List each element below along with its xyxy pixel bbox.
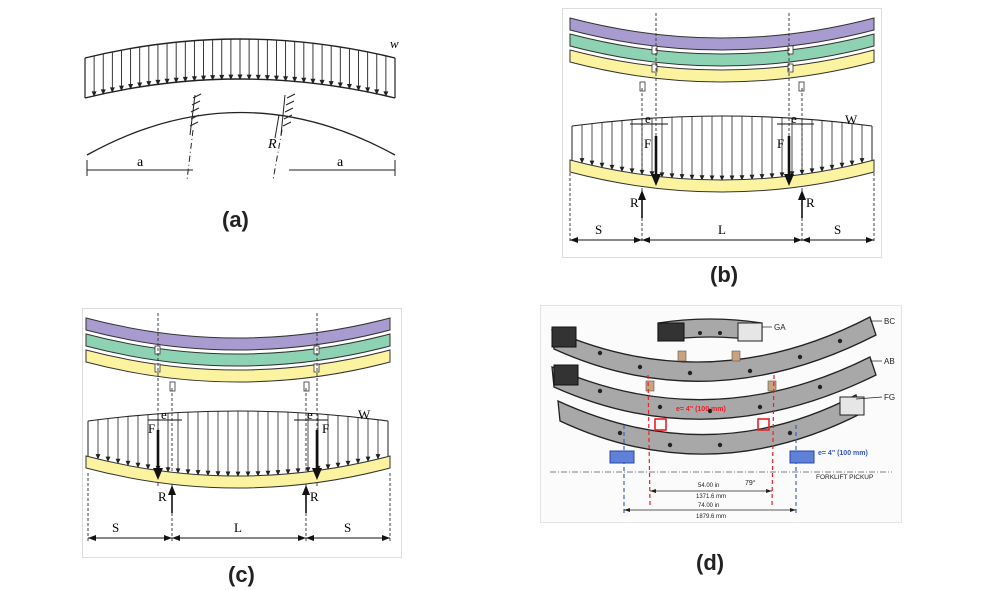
beam-layer-purple [85, 317, 391, 351]
w-label: W [845, 112, 858, 127]
panel-a-diagram: w R a a [84, 36, 399, 181]
dim-a-left-label: a [137, 155, 144, 170]
r-left-label: R [158, 489, 167, 504]
f-right-label: F [777, 136, 784, 151]
r-right-label: R [806, 195, 815, 210]
label-e-red: e= 4" (100 mm) [676, 406, 726, 413]
load-w-label: w [390, 36, 399, 51]
l-label: L [234, 520, 242, 535]
r-right-label: R [310, 489, 319, 504]
beam-layer-green [85, 333, 391, 367]
label-dim1-mm: 1371.6 mm [696, 494, 726, 500]
e-left-label: e [161, 407, 167, 422]
dim-a-right-label: a [337, 155, 344, 170]
caption-d: (d) [696, 550, 725, 575]
beam-layer-yellow [85, 349, 391, 383]
beam-lower-yellow [569, 159, 875, 193]
load-bottom-curve [84, 78, 396, 99]
f-right-label: F [322, 421, 329, 436]
f-left-label: F [148, 421, 155, 436]
label-dim2-mm: 1879.6 mm [696, 514, 726, 520]
label-angle: 79° [745, 479, 756, 487]
distributed-load-arrows [95, 411, 381, 477]
caption-c: (c) [228, 562, 255, 587]
label-forklift-pickup: FORKLIFT PICKUP [816, 474, 873, 481]
f-left-label: F [644, 136, 651, 151]
distributed-load-arrows [91, 39, 389, 97]
l-label: L [718, 222, 726, 237]
panel-c-diagram: e e F F W R R S L S [82, 308, 402, 558]
beam-layer-green [569, 33, 875, 67]
right-support-hatch [280, 93, 296, 136]
s-left-label: S [112, 520, 119, 535]
label-ga: GA [774, 323, 786, 332]
label-bc: BC [884, 317, 895, 326]
beam-layer-yellow [569, 49, 875, 83]
label-dim1-in: 54.00 in [698, 483, 719, 489]
e-left-label: e [645, 111, 651, 126]
label-fg: FG [884, 393, 895, 402]
label-dim2-in: 74.00 in [698, 503, 719, 509]
beam-arc [86, 111, 396, 156]
w-label: W [358, 407, 371, 422]
s-left-label: S [595, 222, 602, 237]
panel-d-drawing: GA BC AB FG e= 4" (100 mm) e= 4" (100 mm… [540, 305, 902, 523]
caption-a: (a) [222, 207, 249, 232]
caption-b: (b) [710, 262, 739, 287]
segment-bc [551, 316, 877, 382]
e-right-label: e [307, 407, 313, 422]
label-ab: AB [884, 357, 895, 366]
segment-ab [551, 356, 877, 420]
s-right-label: S [344, 520, 351, 535]
distributed-load-arrows [579, 116, 865, 181]
panel-b-diagram: e e F F W R R S L S [562, 8, 882, 258]
r-left-label: R [630, 195, 639, 210]
s-right-label: S [834, 222, 841, 237]
radius-r-label: R [267, 137, 277, 152]
label-e-blue: e= 4" (100 mm) [818, 450, 868, 457]
beam-lower-yellow [85, 455, 391, 489]
left-support-hatch [189, 93, 202, 136]
e-right-label: e [791, 111, 797, 126]
